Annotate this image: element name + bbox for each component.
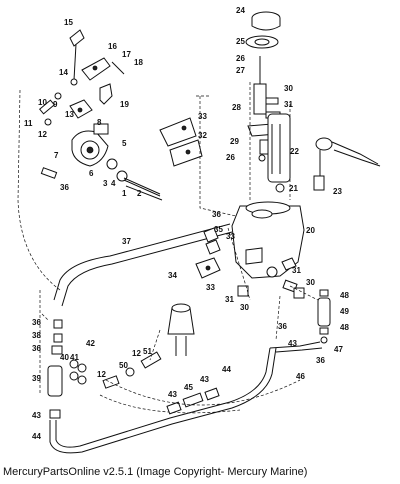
- linkage-assembly: [39, 29, 125, 126]
- callout-30: 30: [284, 84, 293, 93]
- callout-11: 11: [24, 119, 33, 128]
- callout-8: 8: [97, 118, 102, 127]
- callout-50: 50: [119, 361, 128, 370]
- callout-32: 32: [198, 131, 207, 140]
- callout-49: 49: [340, 307, 349, 316]
- callout-43: 43: [32, 411, 41, 420]
- callout-42: 42: [86, 339, 95, 348]
- vapor-separator: [231, 201, 305, 279]
- callout-22: 22: [290, 147, 299, 156]
- callout-36b: 36: [212, 210, 221, 219]
- callout-33b: 33: [226, 232, 235, 241]
- callout-31b: 31: [225, 295, 234, 304]
- callout-16: 16: [108, 42, 117, 51]
- callout-37: 37: [122, 237, 131, 246]
- outline-bracket: [17, 89, 241, 414]
- small-fittings: [102, 351, 220, 415]
- hose-37: [53, 223, 233, 307]
- callout-14: 14: [59, 68, 68, 77]
- callout-38: 38: [32, 331, 41, 340]
- sensor-assembly: [313, 137, 381, 191]
- filter-bulb: [167, 303, 195, 356]
- callout-21: 21: [289, 184, 298, 193]
- callout-40: 40: [60, 353, 69, 362]
- callout-10: 10: [38, 98, 47, 107]
- callout-labels: 1 2 3 4 5 6 7 8 9 10 11 12 13 14 15 16 1…: [24, 6, 349, 441]
- callout-44b: 44: [222, 365, 231, 374]
- callout-46: 46: [296, 372, 305, 381]
- callout-36c: 36: [32, 318, 41, 327]
- callout-12: 12: [38, 130, 47, 139]
- callout-51: 51: [143, 347, 152, 356]
- fittings-center: [195, 227, 305, 299]
- callout-33: 33: [198, 112, 207, 121]
- callout-35: 35: [214, 225, 223, 234]
- callout-34: 34: [168, 271, 177, 280]
- left-fittings: [47, 319, 87, 419]
- callout-24: 24: [236, 6, 245, 15]
- callout-19: 19: [120, 100, 129, 109]
- callout-43c: 43: [200, 375, 209, 384]
- callout-29: 29: [230, 137, 239, 146]
- callout-17: 17: [122, 50, 131, 59]
- callout-33c: 33: [206, 283, 215, 292]
- fuel-filter-right: [317, 289, 331, 344]
- callout-5: 5: [122, 139, 127, 148]
- callout-44: 44: [32, 432, 41, 441]
- dashed-leaders: [41, 82, 319, 406]
- callout-28: 28: [232, 103, 241, 112]
- callout-36e: 36: [278, 322, 287, 331]
- callout-36: 36: [60, 183, 69, 192]
- callout-6: 6: [89, 169, 94, 178]
- callout-47: 47: [334, 345, 343, 354]
- callout-30b: 30: [240, 303, 249, 312]
- fuel-pump: [40, 123, 163, 201]
- copyright-caption: MercuryPartsOnline v2.5.1 (Image Copyrig…: [3, 466, 308, 478]
- callout-9: 9: [53, 100, 58, 109]
- callout-7: 7: [54, 151, 59, 160]
- callout-30c: 30: [306, 278, 315, 287]
- callout-12b: 12: [132, 349, 141, 358]
- callout-4: 4: [111, 179, 116, 188]
- callout-31: 31: [284, 100, 293, 109]
- callout-23: 23: [333, 187, 342, 196]
- callout-39: 39: [32, 374, 41, 383]
- callout-43d: 43: [288, 339, 297, 348]
- callout-41: 41: [70, 353, 79, 362]
- exploded-parts-diagram: 1 2 3 4 5 6 7 8 9 10 11 12 13 14 15 16 1…: [17, 6, 381, 454]
- callout-48: 48: [340, 291, 349, 300]
- callout-36f: 36: [316, 356, 325, 365]
- callout-43b: 43: [168, 390, 177, 399]
- callout-13: 13: [65, 110, 74, 119]
- bracket-plates: [159, 117, 203, 167]
- callout-26: 26: [236, 54, 245, 63]
- callout-48b: 48: [340, 323, 349, 332]
- callout-3: 3: [103, 179, 108, 188]
- callout-15: 15: [64, 18, 73, 27]
- callout-1: 1: [122, 189, 127, 198]
- callout-2: 2: [137, 189, 142, 198]
- callout-25: 25: [236, 37, 245, 46]
- callout-45: 45: [184, 383, 193, 392]
- callout-18: 18: [134, 58, 143, 67]
- float-assembly: [245, 11, 291, 193]
- callout-36d: 36: [32, 344, 41, 353]
- callout-31c: 31: [292, 266, 301, 275]
- callout-12c: 12: [97, 370, 106, 379]
- callout-26b: 26: [226, 153, 235, 162]
- callout-20: 20: [306, 226, 315, 235]
- hose-44: [49, 341, 323, 454]
- callout-27: 27: [236, 66, 245, 75]
